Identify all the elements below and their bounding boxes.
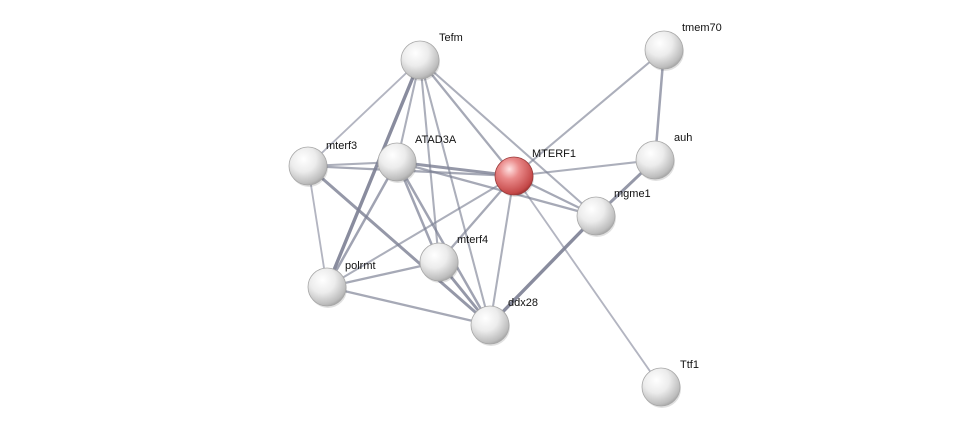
edge-atad3a-mgme1 bbox=[395, 160, 598, 218]
node-sphere[interactable] bbox=[576, 196, 616, 236]
node-mgme1[interactable]: mgme1 bbox=[576, 188, 651, 237]
node-mterf4[interactable]: mterf4 bbox=[419, 234, 488, 283]
edge-tefm-polrmt bbox=[325, 58, 422, 289]
node-sphere[interactable] bbox=[400, 40, 440, 80]
edge-tefm-mgme1 bbox=[418, 58, 598, 218]
edge-mterf1-ddx28 bbox=[488, 174, 516, 327]
node-label: polrmt bbox=[345, 260, 376, 272]
edge-mterf1-auh bbox=[512, 158, 657, 178]
node-mterf1[interactable]: MTERF1 bbox=[494, 148, 576, 197]
node-mterf3[interactable]: mterf3 bbox=[288, 140, 357, 187]
node-label: MTERF1 bbox=[532, 148, 576, 160]
edge-tefm-ddx28 bbox=[418, 58, 492, 327]
edge-tmem70-mterf1 bbox=[512, 48, 666, 178]
edge-mterf1-polrmt bbox=[325, 174, 516, 289]
query-node-sphere[interactable] bbox=[494, 156, 534, 196]
node-label: ATAD3A bbox=[415, 134, 457, 146]
node-label: Tefm bbox=[439, 32, 463, 44]
edge-mterf3-ddx28 bbox=[306, 164, 492, 327]
node-sphere[interactable] bbox=[641, 367, 681, 407]
node-sphere[interactable] bbox=[377, 142, 417, 182]
node-ttf1[interactable]: Ttf1 bbox=[641, 359, 699, 408]
node-label: Ttf1 bbox=[680, 359, 699, 371]
node-label: mgme1 bbox=[614, 188, 651, 200]
edges-layer bbox=[306, 48, 666, 388]
node-label: mterf4 bbox=[457, 234, 488, 246]
edge-atad3a-mterf1 bbox=[395, 160, 516, 178]
node-atad3a[interactable]: ATAD3A bbox=[377, 134, 457, 183]
node-sphere[interactable] bbox=[644, 30, 684, 70]
edge-mterf1-ttf1 bbox=[513, 175, 662, 388]
edge-tefm-mterf3 bbox=[307, 59, 421, 167]
nodes-layer: Tefm tmem70 mterf3 ATAD3A MTERF1 auh mgme1 mter… bbox=[288, 22, 722, 408]
edge-mgme1-ddx28 bbox=[488, 214, 598, 327]
node-auh[interactable]: auh bbox=[635, 132, 692, 181]
edge-mterf3-polrmt bbox=[307, 165, 328, 288]
node-sphere[interactable] bbox=[635, 140, 675, 180]
edge-atad3a-polrmt bbox=[325, 160, 399, 289]
node-label: auh bbox=[674, 132, 692, 144]
node-label: ddx28 bbox=[508, 297, 538, 309]
edge-polrmt-ddx28 bbox=[325, 285, 492, 327]
node-polrmt[interactable]: polrmt bbox=[307, 260, 376, 308]
node-sphere[interactable] bbox=[470, 305, 510, 345]
node-label: tmem70 bbox=[682, 22, 722, 34]
node-label: mterf3 bbox=[326, 140, 357, 152]
node-tefm[interactable]: Tefm bbox=[400, 32, 463, 81]
node-sphere[interactable] bbox=[288, 146, 328, 186]
edge-tefm-mterf1 bbox=[418, 58, 516, 178]
node-sphere[interactable] bbox=[307, 267, 347, 307]
node-sphere[interactable] bbox=[419, 242, 459, 282]
node-ddx28[interactable]: ddx28 bbox=[470, 297, 538, 346]
node-tmem70[interactable]: tmem70 bbox=[644, 22, 722, 71]
